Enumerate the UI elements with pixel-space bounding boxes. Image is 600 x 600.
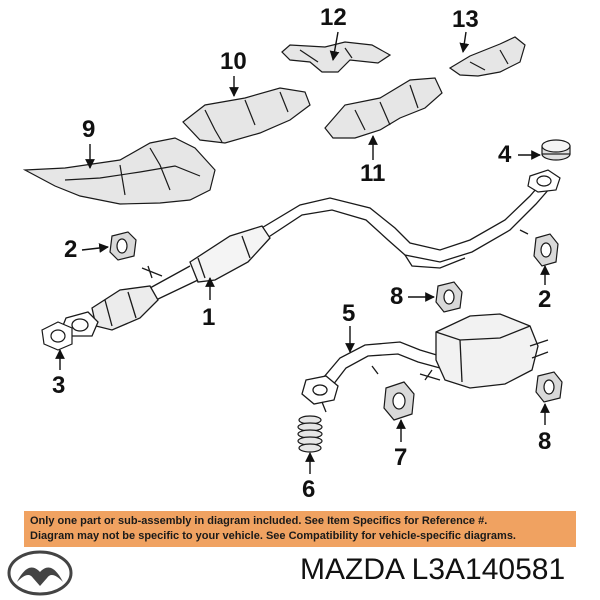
callout-8b: 8 — [538, 428, 552, 455]
front-pipe-1 — [61, 181, 551, 337]
notice-line-2: Diagram may not be specific to your vehi… — [30, 530, 516, 542]
notice-line-1: Only one part or sub-assembly in diagram… — [30, 515, 488, 527]
callout-6: 6 — [302, 476, 316, 503]
heat-shield-10 — [182, 87, 311, 144]
callout-2a: 2 — [64, 236, 78, 263]
callout-arrows — [55, 31, 550, 474]
callout-4: 4 — [498, 141, 512, 168]
mazda-logo-icon — [7, 550, 73, 596]
part-number-label: MAZDA L3A140581 — [300, 553, 566, 586]
heat-shield-9 — [22, 137, 216, 205]
callout-9: 9 — [82, 116, 96, 143]
callout-8a: 8 — [390, 283, 404, 310]
muffler-5 — [301, 313, 549, 413]
rubber-hanger-8b — [535, 371, 563, 403]
callout-3: 3 — [52, 372, 66, 399]
callout-7: 7 — [394, 444, 408, 471]
rubber-hanger-2a — [109, 231, 137, 261]
heat-shield-13 — [448, 36, 526, 77]
rubber-hanger-7 — [383, 381, 415, 421]
pipe-flange — [527, 169, 561, 193]
callout-11: 11 — [360, 160, 386, 187]
rubber-hanger-8a — [435, 281, 463, 313]
callout-10: 10 — [220, 48, 247, 75]
spring-6 — [297, 415, 323, 453]
callout-5: 5 — [342, 300, 356, 327]
rubber-hanger-2b — [533, 233, 559, 267]
callout-1: 1 — [202, 304, 216, 331]
callout-12: 12 — [320, 4, 347, 31]
heat-shield-11 — [324, 77, 443, 139]
callout-13: 13 — [452, 6, 479, 33]
notice-banner: Only one part or sub-assembly in diagram… — [24, 511, 576, 547]
gasket-4 — [541, 139, 571, 161]
gasket-3 — [41, 321, 73, 351]
callout-2b: 2 — [538, 286, 552, 313]
